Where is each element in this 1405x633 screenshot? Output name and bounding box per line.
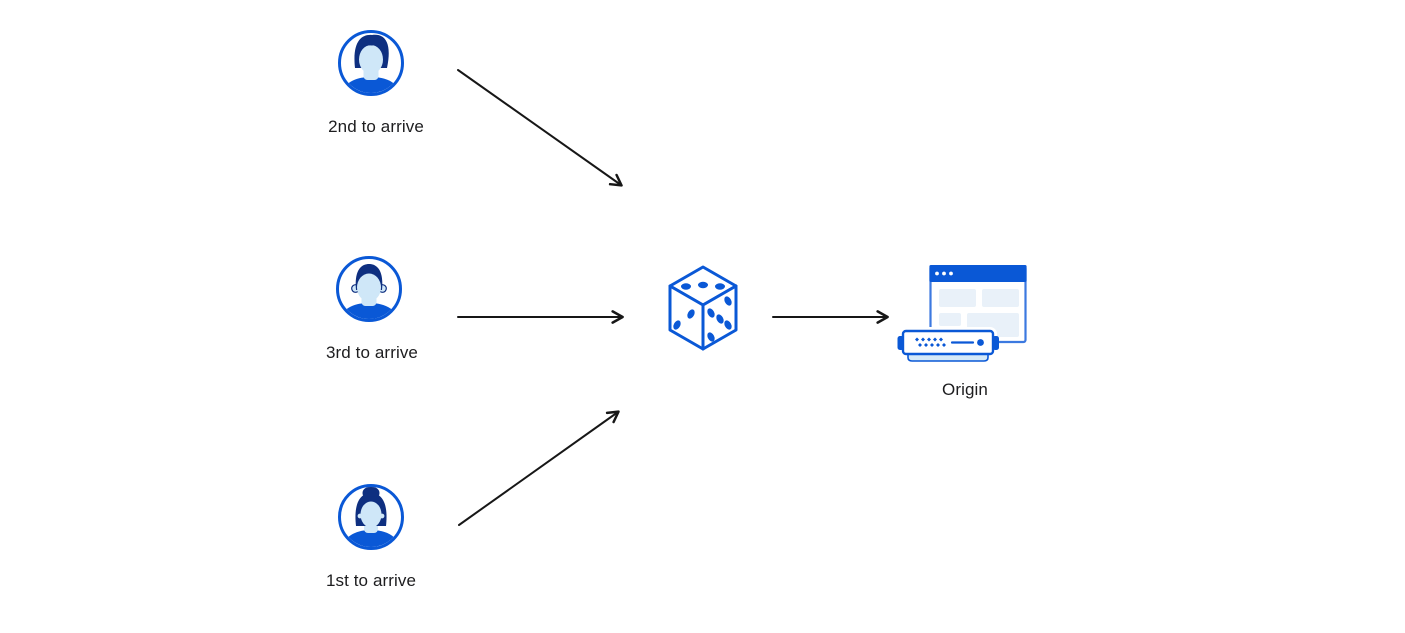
visitor-second-node [336, 28, 406, 103]
origin-label: Origin [942, 380, 988, 399]
visitor-second-label: 2nd to arrive [328, 117, 424, 136]
dice-icon [668, 265, 738, 351]
user-avatar-icon [336, 256, 402, 322]
origin-server-icon [897, 265, 1027, 362]
visitor-first-label: 1st to arrive [325, 571, 417, 590]
visitor-third-node [334, 254, 404, 329]
user-avatar-icon [338, 484, 404, 550]
user-avatar-icon [338, 30, 404, 96]
arrow-visitor-second-to-selector [457, 69, 623, 187]
arrow-visitor-first-to-selector [458, 410, 620, 526]
visitor-first-node [336, 482, 406, 557]
server-diamond-pattern [915, 337, 946, 347]
visitor-third-label: 3rd to arrive [325, 343, 418, 362]
origin-node [893, 258, 1028, 373]
selector-node [663, 262, 743, 363]
